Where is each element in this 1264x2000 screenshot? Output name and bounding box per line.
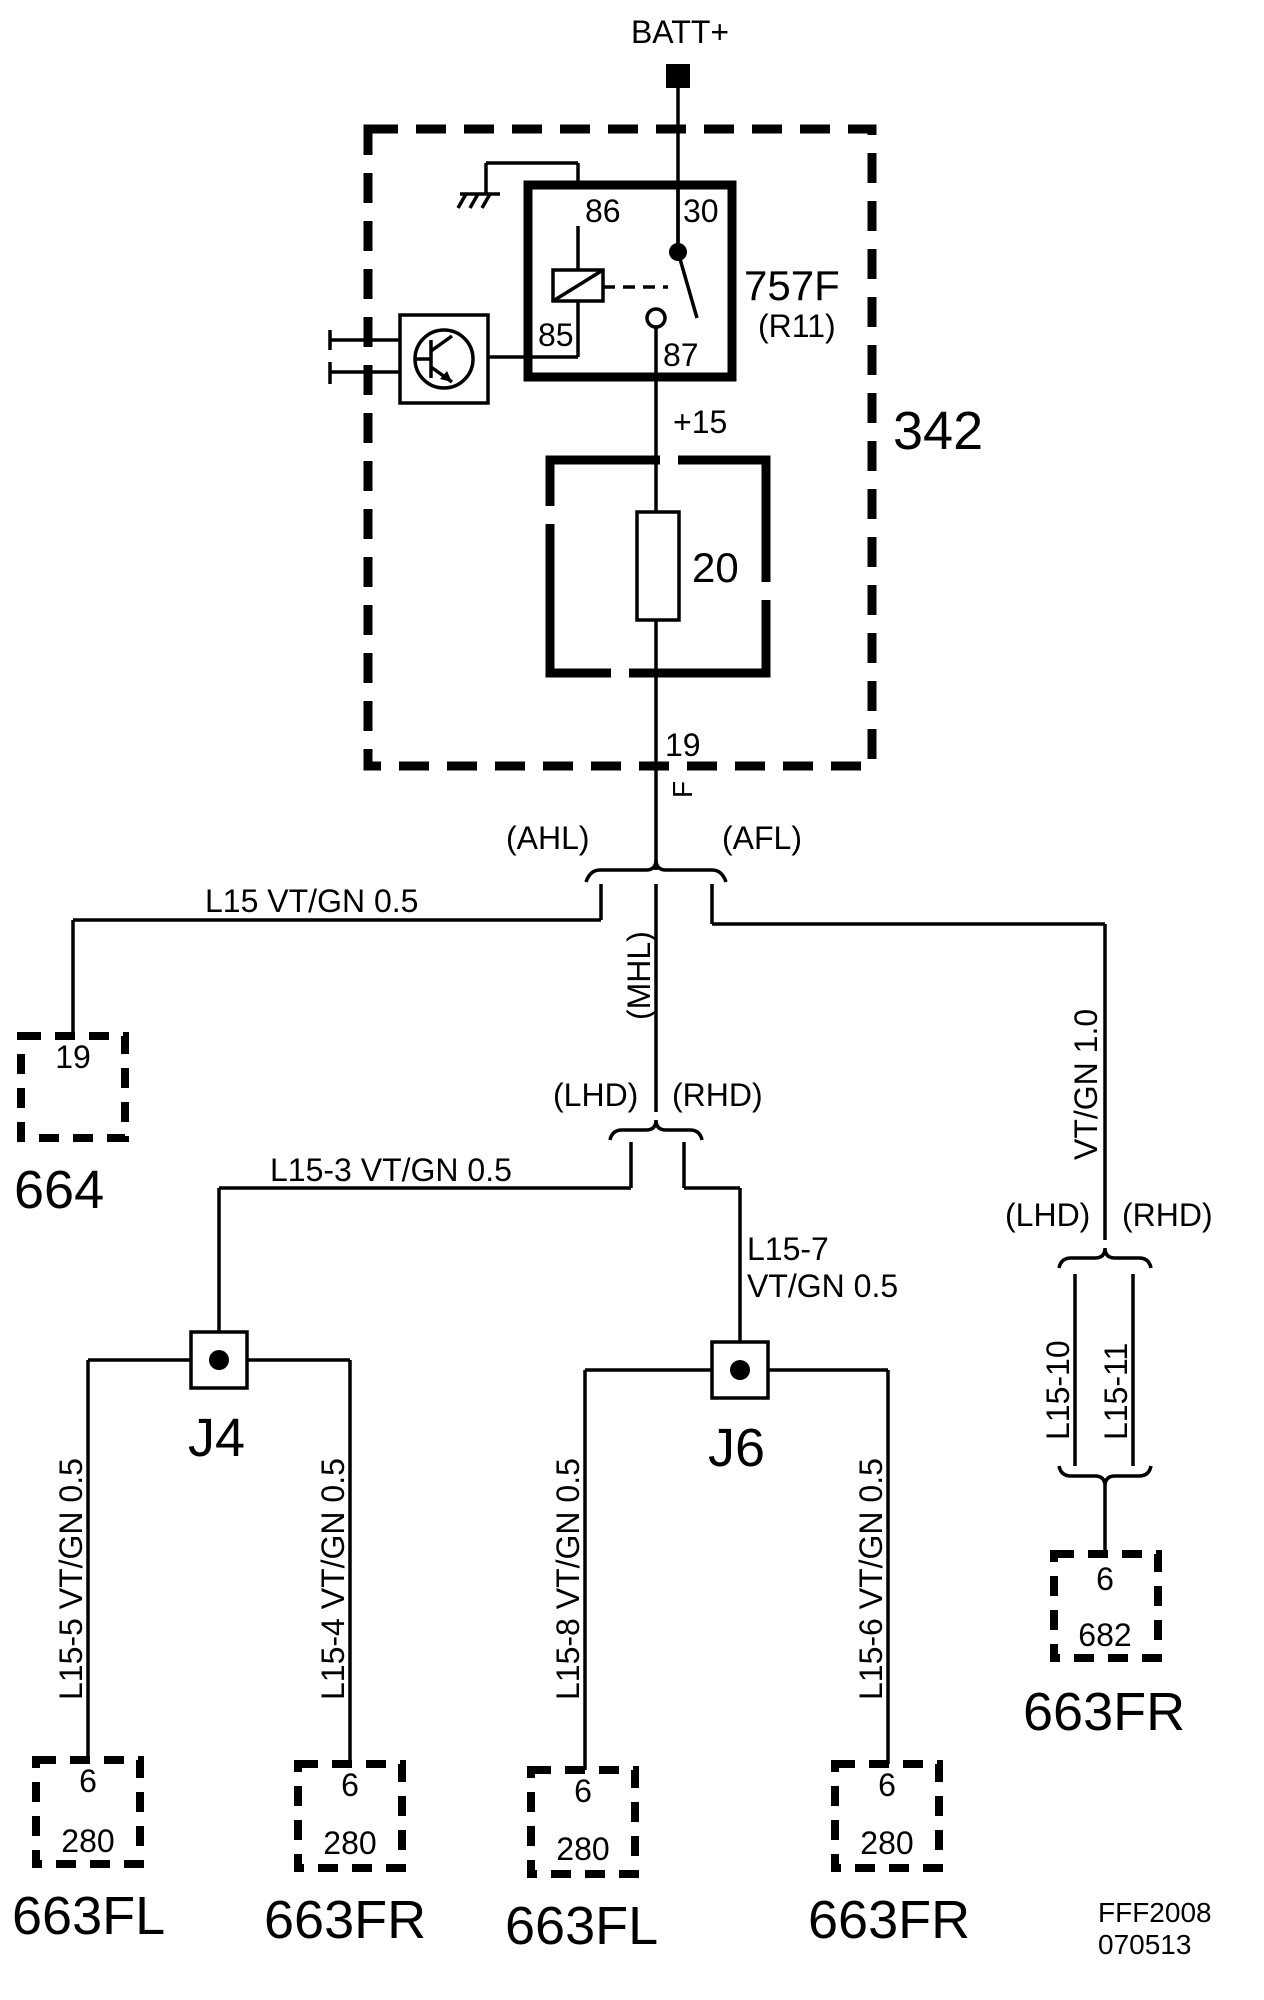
connector-663fl-2-name: 663FL (505, 1896, 658, 1956)
connector-663fl-1-name: 663FL (12, 1886, 165, 1946)
wire-l15-8: L15-8 VT/GN 0.5 (550, 1458, 586, 1700)
transistor-driver (398, 313, 490, 405)
fuse-rating: 20 (692, 544, 739, 591)
variant-ahl: (AHL) (506, 820, 590, 856)
wire-l15-3-label: L15-3 VT/GN 0.5 (270, 1152, 512, 1188)
relay-pin-30: 30 (683, 193, 719, 229)
connector-682-name: 663FR (1023, 1682, 1185, 1742)
wire-l15-11: L15-11 (1098, 1343, 1134, 1440)
wire-l15-7-label-a: L15-7 (747, 1231, 829, 1267)
relay-pin-86: 86 (585, 193, 621, 229)
drawing-code: FFF2008 (1098, 1897, 1212, 1928)
wire-l15-label: L15 VT/GN 0.5 (205, 883, 418, 919)
variant-mhl: (MHL) (621, 931, 657, 1020)
module-342-label: 342 (893, 401, 983, 461)
variant-rhd-1: (RHD) (672, 1077, 763, 1113)
wire-l15-6: L15-6 VT/GN 0.5 (853, 1458, 889, 1700)
relay-contact-87 (645, 307, 667, 329)
connector-664 (17, 1032, 129, 1142)
connector-663fl-1 (32, 1756, 144, 1868)
wire-l15-5: L15-5 VT/GN 0.5 (53, 1458, 89, 1700)
variant-brace-3 (1057, 1247, 1153, 1269)
drawing-date: 070513 (1098, 1929, 1191, 1960)
variant-brace-1 (584, 859, 728, 883)
variant-lhd-2: (LHD) (1005, 1197, 1090, 1233)
fuse-20 (635, 510, 681, 622)
junction-j4-dot (209, 1350, 229, 1370)
connector-664-name: 664 (14, 1160, 104, 1220)
junction-j6-dot (730, 1360, 750, 1380)
connector-663fr-1-name: 663FR (264, 1890, 426, 1950)
connector-663fl-2-pin: 6 (574, 1773, 592, 1809)
connector-664-pin: 19 (55, 1039, 91, 1075)
junction-j6: J6 (708, 1418, 765, 1478)
connector-663fr-2-name: 663FR (808, 1890, 970, 1950)
pin-f-label: F (667, 781, 698, 798)
variant-lhd-1: (LHD) (553, 1077, 638, 1113)
connector-663fr-2-pin: 6 (878, 1767, 896, 1803)
plus15-label: +15 (673, 404, 727, 440)
variant-afl: (AFL) (722, 820, 802, 856)
connector-663fl-1-pin: 6 (79, 1763, 97, 1799)
junction-j4: J4 (188, 1408, 245, 1468)
module-342-outline (363, 124, 877, 771)
wire-vtgn-10: VT/GN 1.0 (1068, 1009, 1104, 1160)
connector-682-code: 682 (1078, 1617, 1131, 1653)
connector-663fr-1-pin: 6 (341, 1767, 359, 1803)
relay-name: 757F (744, 262, 840, 309)
connector-682-pin: 6 (1096, 1561, 1114, 1597)
connector-663fl-2-code: 280 (556, 1831, 609, 1867)
wire-l15-7-label-b: VT/GN 0.5 (747, 1268, 898, 1304)
connector-663fr-1-code: 280 (323, 1825, 376, 1861)
connector-663fr-2 (831, 1760, 943, 1872)
relay-contact-arm (676, 251, 699, 319)
wire-l15-10: L15-10 (1040, 1340, 1076, 1440)
relay-pin-85: 85 (538, 317, 574, 353)
wire-l15-4: L15-4 VT/GN 0.5 (315, 1458, 351, 1700)
battery-terminal (666, 64, 690, 88)
relay-757f-box (523, 180, 737, 382)
relay-ref: (R11) (758, 308, 836, 344)
pin-19-label: 19 (665, 727, 701, 763)
connector-663fl-1-code: 280 (61, 1823, 114, 1859)
variant-brace-4 (1057, 1465, 1153, 1487)
batt-plus-label: BATT+ (631, 14, 729, 50)
connector-663fr-1 (294, 1760, 406, 1872)
connector-663fr-2-code: 280 (860, 1825, 913, 1861)
connector-682 (1050, 1550, 1162, 1662)
connector-663fl-2 (527, 1766, 639, 1878)
fuse-box (545, 455, 771, 678)
relay-pin-87: 87 (663, 337, 699, 373)
variant-rhd-2: (RHD) (1122, 1197, 1213, 1233)
variant-brace-2 (608, 1119, 704, 1141)
